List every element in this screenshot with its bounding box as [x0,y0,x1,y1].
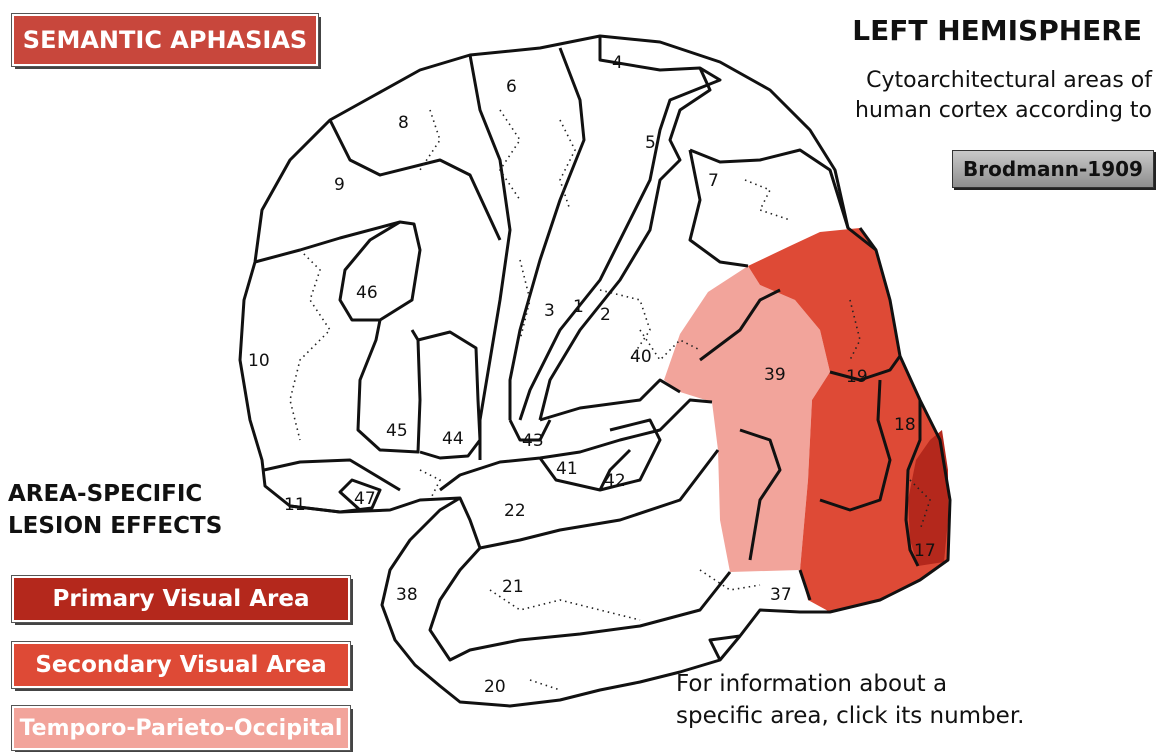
semantic-aphasias-button[interactable]: SEMANTIC APHASIAS [12,14,318,66]
area-18-link[interactable]: 18 [894,415,916,435]
area-45-link[interactable]: 45 [386,421,408,441]
legend-heading-line-2: LESION EFFECTS [8,510,222,542]
area-4-link[interactable]: 4 [612,53,623,73]
area-39-link[interactable]: 39 [764,365,786,385]
area-43-link[interactable]: 43 [522,431,544,451]
area-21-link[interactable]: 21 [502,577,524,597]
area-5-link[interactable]: 5 [645,133,656,153]
subtitle-line-1: Cytoarchitectural areas of [855,66,1152,96]
legend-heading-line-1: AREA-SPECIFIC [8,478,222,510]
temporo-parieto-occipital-button[interactable]: Temporo-Parieto-Occipital [12,706,350,750]
subtitle: Cytoarchitectural areas of human cortex … [855,66,1152,126]
area-38-link[interactable]: 38 [396,585,418,605]
area-37-link[interactable]: 37 [770,585,792,605]
area-10-link[interactable]: 10 [248,351,270,371]
area-46-link[interactable]: 46 [356,283,378,303]
area-40-link[interactable]: 40 [630,347,652,367]
area-20-link[interactable]: 20 [484,677,506,697]
area-8-link[interactable]: 8 [398,113,409,133]
area-42-link[interactable]: 42 [604,471,626,491]
info-text: For information about a specific area, c… [676,668,1025,732]
subtitle-line-2: human cortex according to [855,96,1152,126]
area-6-link[interactable]: 6 [506,77,517,97]
area-1-link[interactable]: 1 [573,297,584,317]
area-9-link[interactable]: 9 [334,175,345,195]
area-41-link[interactable]: 41 [556,459,578,479]
area-22-link[interactable]: 22 [504,501,526,521]
secondary-visual-area-button[interactable]: Secondary Visual Area [12,642,350,688]
info-line-2: specific area, click its number. [676,700,1025,732]
area-19-link[interactable]: 19 [846,367,868,387]
primary-visual-area-button[interactable]: Primary Visual Area [12,576,350,622]
area-3-link[interactable]: 3 [544,301,555,321]
hemisphere-title: LEFT HEMISPHERE [852,14,1142,47]
info-line-1: For information about a [676,668,1025,700]
brodmann-1909-button[interactable]: Brodmann-1909 [952,150,1154,188]
area-47-link[interactable]: 47 [354,489,376,509]
legend-heading: AREA-SPECIFIC LESION EFFECTS [8,478,222,542]
area-2-link[interactable]: 2 [600,305,611,325]
area-17-link[interactable]: 17 [914,541,936,561]
area-11-link[interactable]: 11 [284,495,306,515]
area-44-link[interactable]: 44 [442,429,464,449]
area-7-link[interactable]: 7 [708,171,719,191]
